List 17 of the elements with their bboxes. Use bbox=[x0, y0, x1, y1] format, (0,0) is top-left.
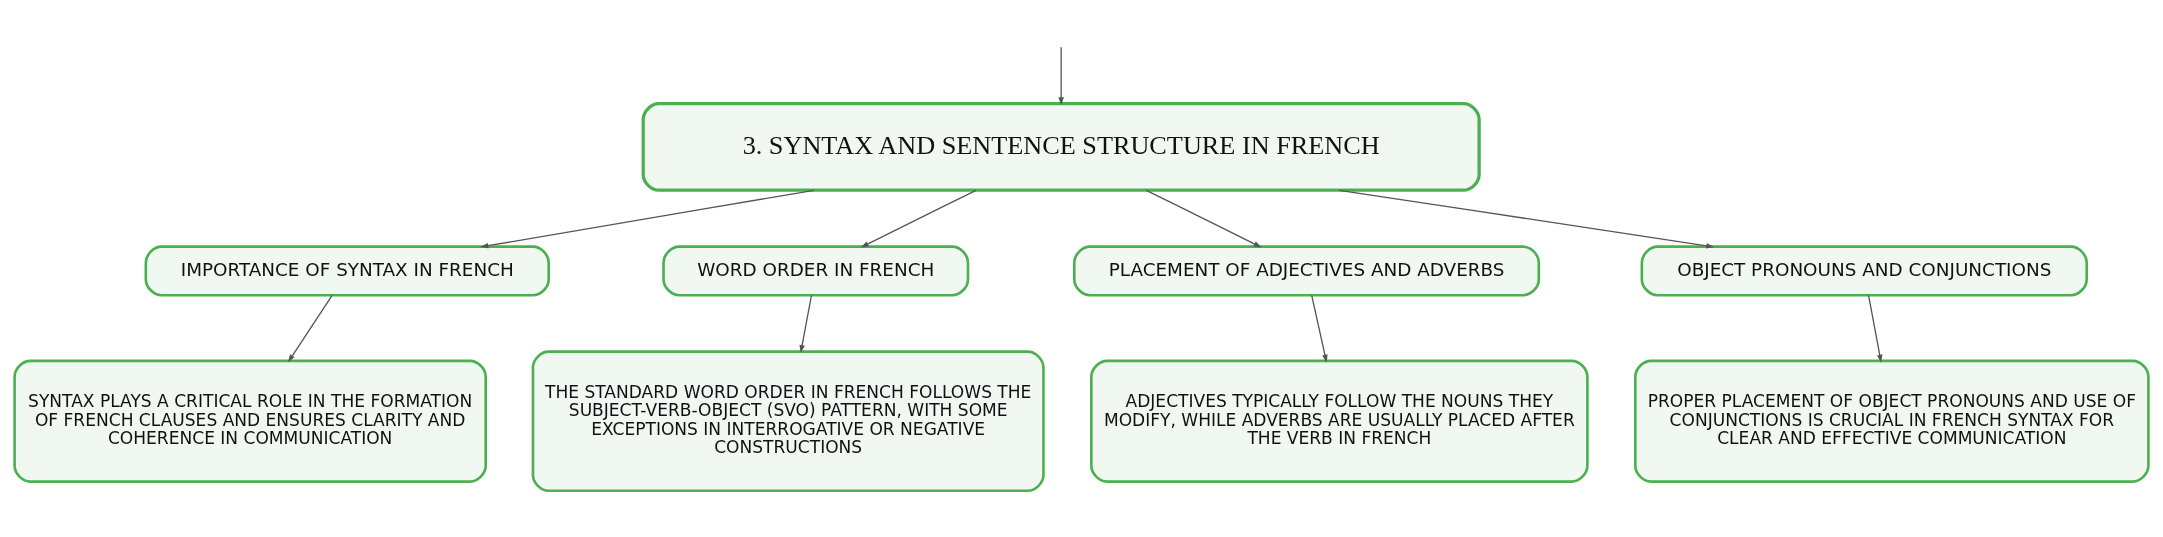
arrow bbox=[288, 294, 333, 363]
arrow bbox=[1311, 294, 1328, 363]
node-box: PROPER PLACEMENT OF OBJECT PRONOUNS AND USE OF CONJUNCTIONS IS CRUCIAL IN FRENCH SYNTAX FOR CLEAR AND EFFECTIVE COMMUNICATION bbox=[1634, 359, 2150, 483]
node-box: THE STANDARD WORD ORDER IN FRENCH FOLLOWS THE SUBJECT-VERB-OBJECT (SVO) PATTERN, WITH SOME EXCEPTIONS IN INTERROGATIVE OR NEGATIVE CONSTRUCTIONS bbox=[531, 350, 1045, 493]
arrow bbox=[1145, 189, 1262, 248]
arrow bbox=[799, 294, 813, 353]
arrow bbox=[1058, 46, 1064, 106]
arrow bbox=[1338, 189, 1715, 249]
node-box: SYNTAX PLAYS A CRITICAL ROLE IN THE FORMATION OF FRENCH CLAUSES AND ENSURES CLARITY AND COHERENCE IN COMMUNICATION bbox=[13, 359, 488, 483]
node-box: WORD ORDER IN FRENCH bbox=[662, 245, 970, 297]
arrow bbox=[480, 189, 815, 249]
node-box: ADJECTIVES TYPICALLY FOLLOW THE NOUNS THEY MODIFY, WHILE ADVERBS ARE USUALLY PLACED AFTER THE VERB IN FRENCH bbox=[1090, 359, 1589, 483]
arrow bbox=[860, 189, 977, 248]
arrow bbox=[1867, 294, 1883, 363]
node-box: 3. SYNTAX AND SENTENCE STRUCTURE IN FRENCH bbox=[641, 102, 1481, 192]
node-box: IMPORTANCE OF SYNTAX IN FRENCH bbox=[144, 245, 550, 297]
node-box: PLACEMENT OF ADJECTIVES AND ADVERBS bbox=[1072, 245, 1541, 297]
